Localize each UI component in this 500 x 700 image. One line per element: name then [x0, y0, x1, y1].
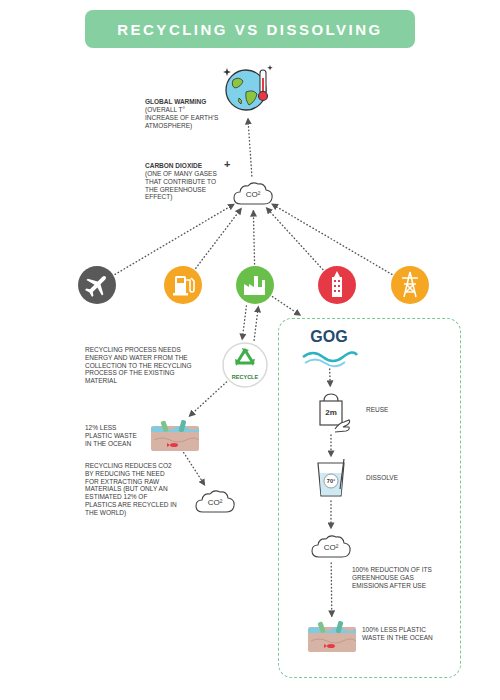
- note-text: +: [224, 158, 236, 171]
- co2-cloud: CO²: [193, 486, 237, 516]
- dotted-arrow: [196, 209, 241, 269]
- ocean-icon: [307, 619, 357, 653]
- dotted-arrow: [242, 306, 246, 339]
- dotted-arrow: [248, 119, 252, 176]
- dotted-arrow: [329, 369, 331, 386]
- node-text: CO²: [208, 499, 223, 508]
- plane-icon: [78, 266, 116, 304]
- node-text: GOG: [310, 328, 347, 346]
- globe-icon: [219, 62, 273, 116]
- note-text: 100% LESS PLASTIC WASTE IN THE OCEAN: [362, 626, 447, 642]
- note-text: (OVERALL T° INCREASE OF EARTH'S ATMOSPHE…: [145, 106, 219, 129]
- building-icon-shape: [318, 266, 356, 304]
- dotted-arrow: [330, 501, 331, 528]
- node-text: CO²: [324, 544, 339, 553]
- dotted-arrow: [254, 307, 258, 340]
- node-text: 70°: [327, 478, 335, 484]
- dotted-arrow: [272, 297, 299, 315]
- dissolve-glass: 70°: [313, 459, 349, 499]
- dashed-group-box-shape: [279, 319, 460, 677]
- dotted-arrow: [253, 211, 254, 264]
- note-text: RECYCLING REDUCES CO2 BY REDUCING THE NE…: [85, 462, 180, 517]
- dashed-group-box: GOG 2m 70° CO²: [278, 318, 461, 678]
- note-text: RECYCLING PROCESS NEEDS ENERGY AND WATER…: [85, 346, 203, 385]
- note-text: 100% REDUCTION OF ITS GREENHOUSE GAS EMI…: [352, 566, 447, 589]
- dotted-arrow: [182, 450, 205, 485]
- dotted-arrow: [190, 382, 227, 416]
- note-text: (ONE OF MANY GASES THAT CONTRIBUTE TO TH…: [145, 170, 225, 201]
- note-text: GLOBAL WARMING: [145, 98, 219, 106]
- dotted-arrow: [330, 563, 332, 616]
- ocean-icon-shape: [150, 418, 192, 448]
- factory-icon: [236, 266, 274, 304]
- reuse-bag: 2m: [311, 389, 351, 433]
- node-text: CO²: [246, 191, 261, 200]
- globe-icon-shape: [219, 62, 273, 116]
- title-text: RECYCLING VS DISSOLVING: [117, 21, 383, 38]
- power-tower-icon: [391, 266, 429, 304]
- gog-logo: GOG: [297, 327, 361, 367]
- factory-icon-shape: [236, 266, 274, 304]
- title-band: RECYCLING VS DISSOLVING: [85, 10, 415, 48]
- power-tower-icon-shape: [391, 266, 429, 304]
- note-text: REUSE: [366, 406, 426, 414]
- co2-cloud: CO²: [309, 531, 353, 561]
- dotted-arrow: [115, 204, 234, 274]
- fuel-pump-icon-shape: [164, 266, 202, 304]
- ocean-icon: [150, 418, 192, 448]
- fuel-pump-icon: [164, 266, 202, 304]
- building-icon: [318, 266, 356, 304]
- dotted-arrow: [272, 204, 392, 274]
- recycle-circle: RECYCLE: [222, 342, 268, 388]
- ocean-icon-shape: [307, 619, 357, 653]
- plane-icon-shape: [78, 266, 116, 304]
- dotted-arrow: [330, 435, 331, 456]
- node-text: RECYCLE: [232, 374, 258, 380]
- note-text: CARBON DIOXIDE: [145, 162, 225, 170]
- recycle-circle-shape: [222, 342, 268, 388]
- note-text: DISSOLVE: [366, 474, 426, 482]
- node-text: 2m: [325, 409, 337, 418]
- co2-cloud: CO²: [231, 178, 275, 208]
- note-text: 12% LESS PLASTIC WASTE IN THE OCEAN: [85, 424, 145, 447]
